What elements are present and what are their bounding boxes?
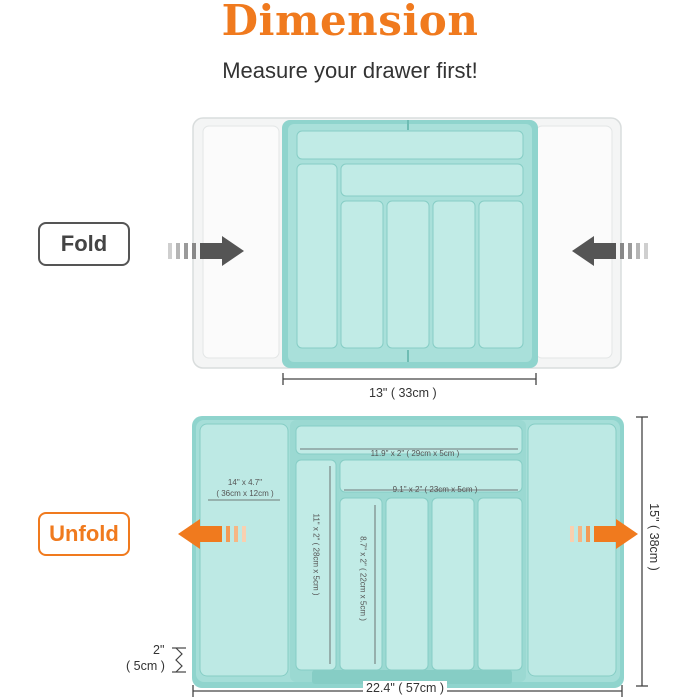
unfold-arrow-left-icon	[178, 519, 246, 549]
top-compartment-label: 11.9" x 2" ( 29cm x 5cm )	[370, 449, 460, 458]
unfolded-organizer	[192, 416, 624, 688]
depth-label-inches: 2"	[153, 643, 165, 657]
unfold-arrow-right-icon	[570, 519, 638, 549]
page-title: Dimension	[221, 0, 479, 45]
side-compartment-size-cm: ( 36cm x 12cm )	[216, 489, 274, 498]
page-subtitle: Measure your drawer first!	[222, 58, 478, 83]
depth-dimension-line	[172, 647, 186, 673]
folded-organizer	[192, 117, 622, 369]
middle-compartment-label: 9.1" x 2" ( 23cm x 5cm )	[392, 485, 478, 494]
fold-arrow-left-icon	[168, 236, 244, 266]
left-column-label: 11" x 2" ( 28cm x 5cm )	[311, 513, 321, 596]
unfold-height-label: 15" ( 38cm )	[647, 503, 661, 571]
unfold-width-label: 22.4" ( 57cm )	[363, 681, 448, 695]
fold-label: Fold	[38, 222, 130, 266]
side-compartment-label: 14" x 4.7" ( 36cm x 12cm )	[206, 477, 284, 499]
fold-width-label: 13" ( 33cm )	[369, 386, 437, 400]
unfold-height-dimension-line	[636, 416, 648, 687]
fold-width-dimension-line	[282, 373, 537, 385]
fold-arrow-right-icon	[572, 236, 648, 266]
side-compartment-size-in: 14" x 4.7"	[227, 478, 263, 487]
depth-label-cm: ( 5cm )	[126, 659, 165, 673]
slot-compartment-label: 8.7" x 2" ( 22cm x 5cm )	[358, 536, 368, 621]
unfold-label: Unfold	[38, 512, 130, 556]
